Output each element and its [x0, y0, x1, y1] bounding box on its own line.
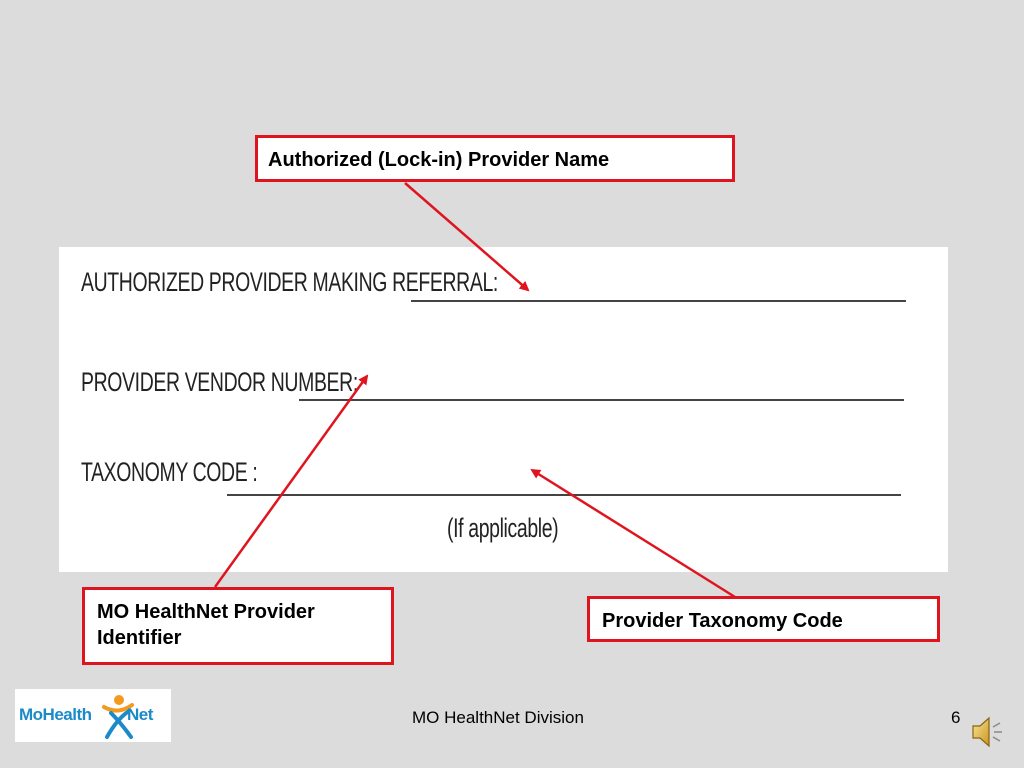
form-label-authorized-provider: AUTHORIZED PROVIDER MAKING REFERRAL: — [81, 267, 498, 297]
logo-figure-icon — [102, 695, 134, 739]
form-note-if-applicable: (If applicable) — [447, 513, 559, 543]
form-line-vendor-number — [299, 399, 904, 401]
form-line-taxonomy-code — [227, 494, 901, 496]
form-label-vendor-number: PROVIDER VENDOR NUMBER: — [81, 367, 358, 397]
callout-provider-identifier-text: MO HealthNet Provider Identifier — [97, 601, 315, 649]
callout-taxonomy-code-text: Provider Taxonomy Code — [602, 610, 843, 632]
logo-text-right: Net — [127, 705, 153, 724]
mohealthnet-logo: MoHealth Net — [15, 689, 171, 742]
callout-provider-name: Authorized (Lock-in) Provider Name — [255, 135, 735, 182]
callout-taxonomy-code: Provider Taxonomy Code — [587, 596, 940, 642]
footer-division: MO HealthNet Division — [412, 708, 584, 727]
form-label-taxonomy-code: TAXONOMY CODE : — [81, 457, 258, 487]
page-number: 6 — [951, 708, 961, 727]
callout-provider-identifier: MO HealthNet Provider Identifier — [82, 587, 394, 665]
logo-text-left: MoHealth — [19, 705, 92, 724]
form-line-authorized-provider — [411, 300, 906, 302]
form-image: AUTHORIZED PROVIDER MAKING REFERRAL: PRO… — [59, 247, 948, 572]
callout-provider-name-text: Authorized (Lock-in) Provider Name — [268, 149, 610, 171]
speaker-icon[interactable] — [970, 713, 1006, 751]
